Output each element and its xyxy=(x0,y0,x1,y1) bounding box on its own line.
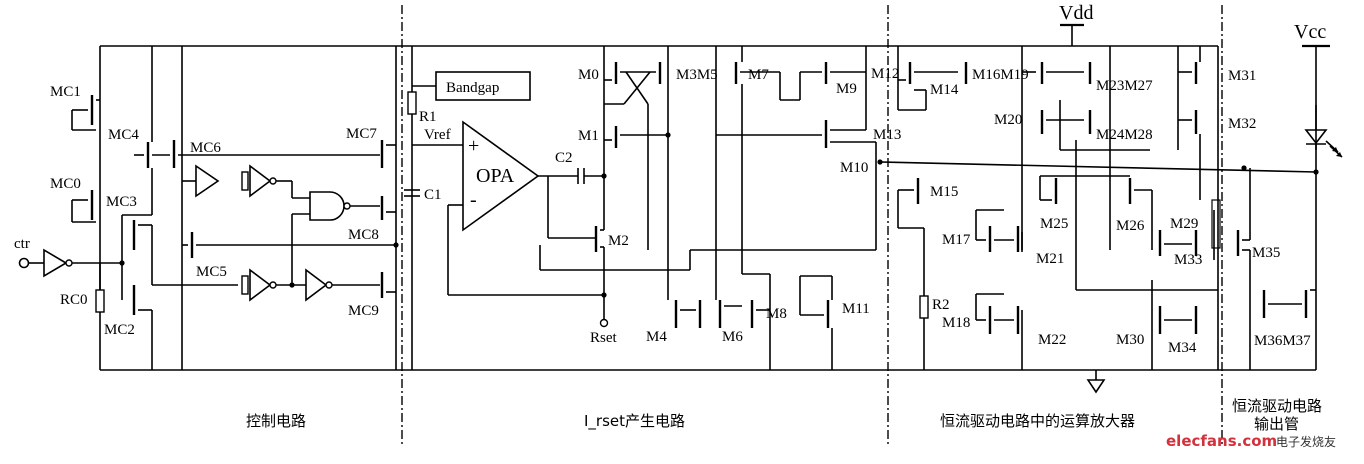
section-output-label-line2: 输出管 xyxy=(1254,415,1299,433)
m16m19-label: M16M19 xyxy=(972,67,1029,83)
m29-label: M29 xyxy=(1170,216,1198,232)
m4-label: M4 xyxy=(646,329,667,345)
labels: ctr Rset Bandgap OPA + - Vref R1 R2 RC0 … xyxy=(14,66,1322,433)
output-stage xyxy=(1236,168,1316,370)
section-output-label-line1: 恒流驱动电路 xyxy=(1232,397,1322,415)
m34-label: M34 xyxy=(1168,340,1197,356)
mc8-label: MC8 xyxy=(348,227,379,243)
vref-label: Vref xyxy=(424,127,451,143)
section-irset-label: I_rset产生电路 xyxy=(584,412,685,431)
m1-label: M1 xyxy=(578,128,599,144)
section-control-label: 控制电路 xyxy=(246,412,306,430)
rc0-label: RC0 xyxy=(60,292,88,308)
mc0-label: MC0 xyxy=(50,176,81,192)
m7-label: M7 xyxy=(748,67,769,83)
m23m27-label: M23M27 xyxy=(1096,78,1153,94)
watermark-logo: elecfans.com 电子发烧友 xyxy=(1166,432,1336,450)
control-circuit xyxy=(18,46,399,370)
c2-label: C2 xyxy=(555,150,573,166)
pin-ctr-label: ctr xyxy=(14,236,30,252)
m32-label: M32 xyxy=(1228,116,1256,132)
mc4-label: MC4 xyxy=(108,127,139,143)
m18-label: M18 xyxy=(942,315,970,331)
opamp-circuit xyxy=(879,46,1319,370)
section-opamp-label: 恒流驱动电路中的运算放大器 xyxy=(940,412,1135,430)
m0-label: M0 xyxy=(578,67,599,83)
r1-label: R1 xyxy=(419,109,437,125)
vcc-label: Vcc xyxy=(1294,21,1326,43)
m13-label: M13 xyxy=(873,127,901,143)
pin-rset-label: Rset xyxy=(590,330,618,346)
supply-rails xyxy=(99,45,1317,371)
opa-plus-label: + xyxy=(468,135,479,157)
m35-label: M35 xyxy=(1252,245,1280,261)
irset-circuit xyxy=(404,46,883,370)
mc9-label: MC9 xyxy=(348,303,379,319)
m3m5-label: M3M5 xyxy=(676,67,718,83)
m22-label: M22 xyxy=(1038,332,1066,348)
m14-label: M14 xyxy=(930,82,959,98)
opa-minus-label: - xyxy=(470,189,477,211)
r2-label: R2 xyxy=(932,297,950,313)
bandgap-label: Bandgap xyxy=(446,80,499,96)
m36m37-label: M36M37 xyxy=(1254,333,1311,349)
mc1-label: MC1 xyxy=(50,84,81,100)
m21-label: M21 xyxy=(1036,251,1064,267)
m9-label: M9 xyxy=(836,81,857,97)
vdd-label: Vdd xyxy=(1059,2,1093,24)
m6-label: M6 xyxy=(722,329,743,345)
mc5-label: MC5 xyxy=(196,264,227,280)
led-icon xyxy=(1304,105,1343,158)
ground-symbol xyxy=(1086,370,1106,394)
vdd-symbol xyxy=(1060,23,1084,46)
mc6-label: MC6 xyxy=(190,140,221,156)
m25-label: M25 xyxy=(1040,216,1068,232)
m17-label: M17 xyxy=(942,232,971,248)
m10-label: M10 xyxy=(840,160,868,176)
m11-label: M11 xyxy=(842,301,870,317)
opa-label: OPA xyxy=(476,165,515,187)
mc7-label: MC7 xyxy=(346,126,377,142)
m24m28-label: M24M28 xyxy=(1096,127,1153,143)
c1-label: C1 xyxy=(424,187,442,203)
mc2-label: MC2 xyxy=(104,322,135,338)
section-dividers xyxy=(401,5,1223,445)
m30-label: M30 xyxy=(1116,332,1144,348)
m20-label: M20 xyxy=(994,112,1022,128)
m31-label: M31 xyxy=(1228,68,1256,84)
m15-label: M15 xyxy=(930,184,958,200)
watermark-cn: 电子发烧友 xyxy=(1276,434,1336,449)
m12-label: M12 xyxy=(871,66,899,82)
m8-label: M8 xyxy=(766,306,787,322)
m2-label: M2 xyxy=(608,233,629,249)
m33-label: M33 xyxy=(1174,252,1202,268)
mc3-label: MC3 xyxy=(106,194,137,210)
m26-label: M26 xyxy=(1116,218,1145,234)
watermark-brand: elecfans.com xyxy=(1166,432,1277,450)
